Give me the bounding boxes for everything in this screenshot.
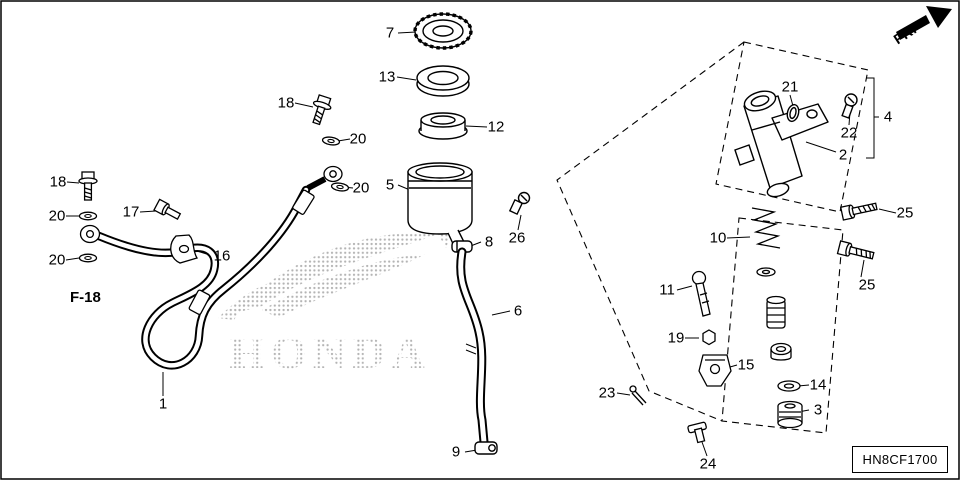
sealing-washer-20 (78, 211, 98, 221)
honda-wing-watermark (218, 226, 454, 320)
sealing-washer-20 (78, 253, 98, 263)
cap-ring (416, 65, 470, 97)
push-rod-11 (691, 270, 711, 317)
screw-26 (508, 191, 531, 216)
reservoir-body (407, 162, 473, 249)
lock-nut-19 (702, 329, 716, 346)
joint-pin-24 (687, 421, 707, 444)
diaphragm-grommet (418, 112, 468, 140)
honda-watermark-text: HONDA (229, 327, 430, 378)
mount-bolt-25-lower (836, 240, 876, 263)
group-outline-dashed (556, 41, 869, 434)
reservoir-hose (456, 247, 489, 447)
washer-14 (777, 380, 801, 392)
bolt-17 (153, 198, 182, 220)
mount-bolt-25-upper (840, 199, 879, 221)
reservoir-cap (413, 12, 473, 50)
diagram-code: HN8CF1700 (862, 452, 938, 467)
diagram-code-box: HN8CF1700 (852, 446, 948, 473)
hose-clamp-9 (474, 441, 498, 455)
rod-joint-15 (698, 354, 732, 387)
spring-seat (756, 267, 776, 277)
spring-10 (751, 207, 781, 249)
hose-ref-label: F-18 (70, 289, 101, 306)
cotter-pin-23 (629, 385, 647, 406)
bolt-22 (841, 93, 858, 119)
piston-assembly (766, 295, 786, 329)
cup-seal (770, 342, 792, 361)
o-ring-21 (786, 103, 800, 123)
fr-direction-arrow (896, 6, 952, 40)
banjo-bolt-18-top (307, 93, 335, 127)
sealing-washer-20 (321, 135, 341, 147)
sealing-washer-20 (330, 181, 350, 193)
boot-3 (777, 400, 803, 429)
banjo-bolt-18-left (78, 171, 98, 201)
hose-bracket-16 (170, 234, 199, 264)
master-cylinder-body (734, 90, 829, 198)
